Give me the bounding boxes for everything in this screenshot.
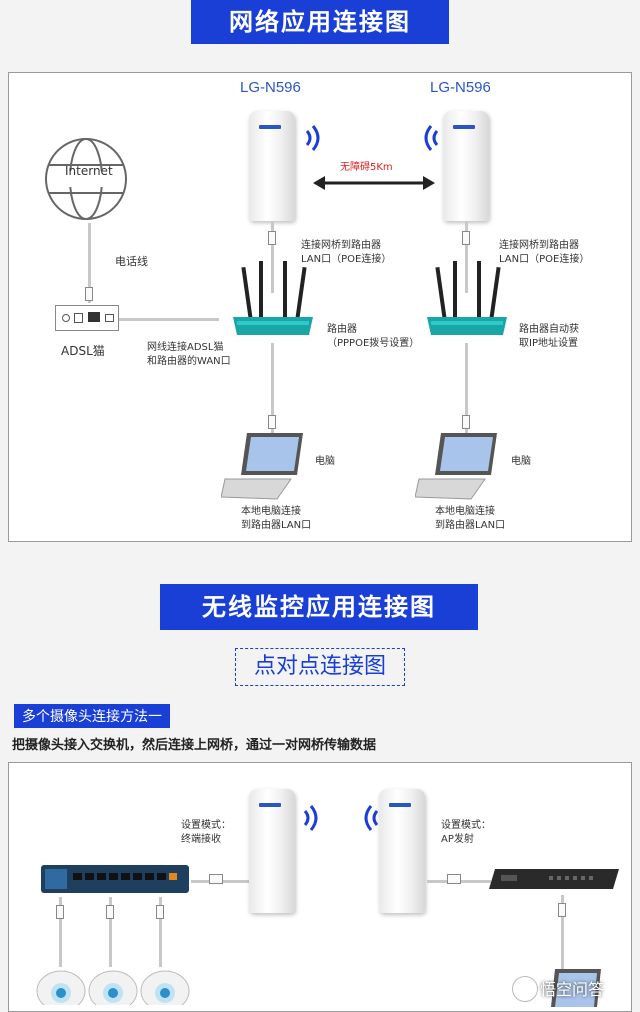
adsl-label: ADSL猫 — [61, 344, 105, 358]
camera-cable — [159, 897, 162, 967]
adsl-port-icon — [105, 314, 114, 322]
poe-cable-right — [465, 221, 468, 293]
right-bridge-device — [443, 111, 489, 221]
camera-cable — [109, 897, 112, 967]
internet-label: Internet — [65, 164, 113, 178]
wifi-signal-icon — [305, 125, 320, 151]
lan-cable-left — [271, 343, 274, 433]
left-bridge-conn-line1: 连接网桥到路由器 — [301, 240, 381, 251]
bridge-to-nvr-plug — [447, 874, 461, 884]
left-router-icon — [233, 261, 313, 335]
nvr-recorder-icon — [489, 869, 619, 889]
monitor-laptop-icon — [551, 969, 601, 1007]
watermark-logo-icon — [512, 976, 538, 1002]
wifi-signal-icon — [364, 805, 379, 831]
point-to-point-subtitle: 点对点连接图 — [235, 648, 405, 686]
adsl-port-icon — [62, 314, 70, 322]
phone-line-label: 电话线 — [115, 255, 148, 268]
camera-cable — [59, 897, 62, 967]
right-mode-line2: AP发射 — [441, 834, 474, 845]
lan-plug-right — [462, 415, 470, 429]
dome-camera-icon — [36, 970, 86, 1005]
wifi-signal-icon — [424, 125, 439, 151]
pc-right-conn-line2: 到路由器LAN口 — [435, 520, 506, 531]
phone-line-cable — [88, 223, 91, 303]
switch-icon — [41, 865, 189, 893]
left-bridge-conn-line2: LAN口（POE连接） — [301, 254, 392, 265]
wan-conn-line1: 网线连接ADSL猫 — [147, 342, 224, 353]
section2-title: 无线监控应用连接图 — [202, 593, 436, 621]
watermark-text: 悟空问答 — [540, 980, 605, 999]
left-mode-line2: 终端接收 — [181, 834, 221, 845]
ap-bridge-device — [379, 789, 425, 913]
poe-plug-left — [268, 231, 276, 245]
wifi-signal-icon — [303, 805, 318, 831]
adsl-port-icon — [74, 313, 83, 323]
pc-right-conn-line1: 本地电脑连接 — [435, 506, 495, 517]
pc-right-label: 电脑 — [511, 456, 531, 467]
section1-title-banner: 网络应用连接图 — [191, 0, 449, 44]
section2-title-banner: 无线监控应用连接图 — [160, 584, 478, 630]
nvr-to-monitor-plug — [558, 903, 566, 917]
left-mode-line1: 设置模式： — [181, 820, 231, 831]
dome-camera-icon — [140, 970, 190, 1005]
camera-plug — [156, 905, 164, 919]
surveillance-diagram-panel: 设置模式： 终端接收 设置模式： AP发射 — [8, 762, 632, 1012]
adsl-port-icon — [88, 312, 100, 322]
lan-plug-left — [268, 415, 276, 429]
method-tag: 多个摄像头连接方法一 — [14, 704, 170, 728]
left-laptop-icon — [221, 433, 303, 500]
lan-cable-right — [465, 343, 468, 433]
pc-left-conn-line1: 本地电脑连接 — [241, 506, 301, 517]
router-left-line1: 路由器 — [327, 324, 357, 335]
phone-line-plug — [85, 287, 93, 301]
network-diagram-panel: Internet 电话线 ADSL猫 网线连接ADSL猫 和路由器的WAN口 L… — [8, 72, 632, 542]
right-bridge-conn-line2: LAN口（POE连接） — [499, 254, 590, 265]
switch-to-bridge-plug — [209, 874, 223, 884]
router-right-line2: 取IP地址设置 — [519, 338, 578, 349]
router-left-line2: （PPPOE拨号设置） — [327, 338, 420, 349]
right-router-icon — [427, 261, 507, 335]
nvr-to-monitor-cable — [561, 895, 564, 975]
pc-left-conn-line2: 到路由器LAN口 — [241, 520, 312, 531]
left-bridge-model: LG-N596 — [240, 79, 301, 96]
left-bridge-device — [249, 111, 295, 221]
right-laptop-icon — [415, 433, 497, 500]
section1-title: 网络应用连接图 — [229, 8, 411, 36]
method-description: 把摄像头接入交换机，然后连接上网桥，通过一对网桥传输数据 — [12, 738, 377, 753]
router-right-line1: 路由器自动获 — [519, 324, 579, 335]
right-bridge-model: LG-N596 — [430, 79, 491, 96]
poe-plug-right — [462, 231, 470, 245]
distance-label: 无障碍5Km — [340, 162, 393, 173]
camera-plug — [56, 905, 64, 919]
adsl-modem — [55, 305, 119, 331]
dome-camera-icon — [88, 970, 138, 1005]
camera-plug — [106, 905, 114, 919]
wan-conn-line2: 和路由器的WAN口 — [147, 356, 231, 367]
internet-globe-icon — [45, 138, 127, 220]
distance-arrow-icon — [313, 176, 435, 190]
pc-left-label: 电脑 — [315, 456, 335, 467]
receiver-bridge-device — [249, 789, 295, 913]
right-bridge-conn-line1: 连接网桥到路由器 — [499, 240, 579, 251]
right-mode-line1: 设置模式： — [441, 820, 491, 831]
poe-cable-left — [271, 221, 274, 293]
wan-cable — [119, 318, 219, 321]
